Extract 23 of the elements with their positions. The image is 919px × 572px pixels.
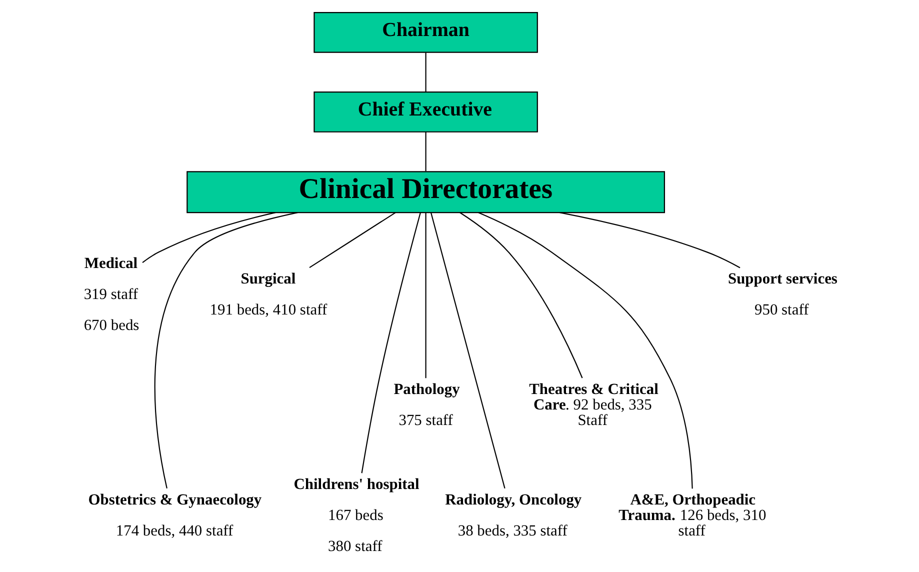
node-text: Support services 950 staff <box>728 270 838 318</box>
connector <box>425 132 426 172</box>
node-box: Clinical Directorates <box>186 171 665 214</box>
node-text: A&E, Orthopeadic Trauma. 126 beds, 310 staff <box>618 491 766 540</box>
connector <box>460 212 583 378</box>
node-text: Radiology, Oncology 38 beds, 335 staff <box>445 491 582 540</box>
connector <box>309 212 396 268</box>
connector <box>142 212 276 263</box>
connector <box>361 212 421 474</box>
connector <box>425 52 426 92</box>
node-box: Chief Executive <box>314 92 538 132</box>
node-text: Obstetrics & Gynaecology 174 beds, 440 staff <box>88 491 262 540</box>
node-text: Childrens' hospital 167 beds 380 staff <box>294 476 420 555</box>
node-text: Medical 319 staff 670 beds <box>84 254 140 334</box>
node-text: Surgical 191 beds, 410 staff <box>210 270 328 318</box>
connector <box>430 212 506 489</box>
node-box: Chairman <box>314 12 538 53</box>
node-text: Pathology 375 staff <box>394 380 460 429</box>
connector <box>154 212 298 489</box>
connector <box>478 212 693 489</box>
node-text: Theatres & Critical Care. 92 beds, 335 Staff <box>529 380 658 429</box>
connector <box>560 212 740 268</box>
connector <box>425 212 426 378</box>
